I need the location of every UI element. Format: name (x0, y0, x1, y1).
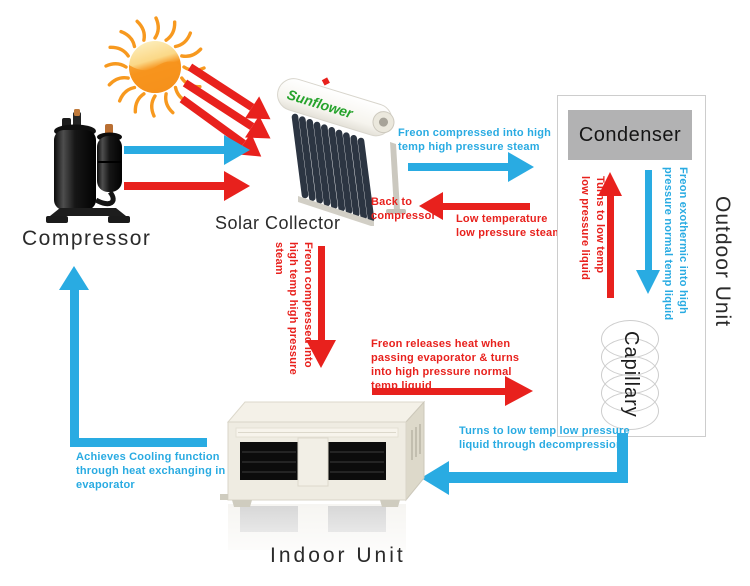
cold-flow-arrow-condenser-down (636, 170, 660, 294)
annotation-freon-exothermic: Freon exothermic into high pressure norm… (662, 167, 689, 321)
outdoor-unit-label: Outdoor Unit (711, 196, 734, 328)
annotation-decompression: Turns to low temp low pressure liquid th… (459, 425, 630, 452)
indoor-unit-label: Indoor Unit (270, 544, 406, 567)
capillary-coil-ring (601, 392, 659, 430)
condenser-block: Condenser (568, 110, 692, 160)
annotation-compressed-to-condenser: Freon compressed into high temp high pre… (398, 127, 552, 154)
solar-collector-illustration: Sunflower (277, 77, 406, 226)
solar-collector-label: Solar Collector (215, 213, 341, 233)
hot-flow-arrow-to-condenser-up (598, 172, 622, 298)
compressor-illustration (46, 109, 130, 223)
annotation-low-temp-steam: Low temperature low pressure steam (456, 213, 563, 240)
condenser-label: Condenser (578, 123, 682, 146)
hot-flow-arrow-compressor-to-collector (124, 171, 250, 201)
cold-flow-arrow-indoor-to-compressor (59, 266, 209, 447)
cold-flow-arrow-compressor-to-collector (124, 135, 250, 165)
cold-flow-arrow-outdoor-to-indoor (421, 433, 631, 513)
capillary-label: Capillary (620, 331, 642, 418)
compressor-label: Compressor (22, 227, 152, 250)
annotation-turns-low-temp-liquid: Turns to low temp low pressure liquid (579, 176, 606, 281)
hot-flow-arrow-indoor-to-outdoor (372, 376, 533, 406)
cold-flow-arrow-to-condenser (408, 152, 534, 182)
annotation-back-to-compressor: Back to compressor (371, 196, 436, 223)
annotation-cooling-function: Achieves Cooling function through heat e… (76, 451, 226, 492)
indoor-unit-illustration (218, 400, 432, 570)
hot-flow-arrow-collector-to-indoor (306, 246, 336, 368)
hot-flow-arrow-back-to-compressor (419, 192, 530, 220)
sun-icon (104, 16, 206, 118)
